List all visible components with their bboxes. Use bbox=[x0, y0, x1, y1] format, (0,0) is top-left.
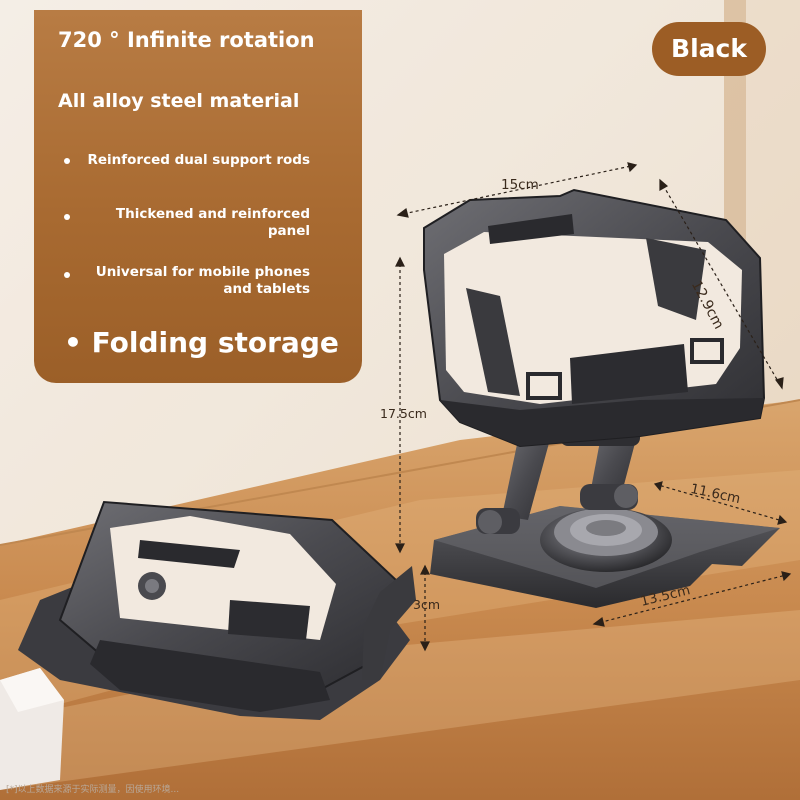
feature-universal: Universal for mobile phones and tablets bbox=[95, 264, 310, 297]
folding-storage-label: • Folding storage bbox=[64, 326, 339, 359]
feature-support-rods: Reinforced dual support rods bbox=[87, 152, 310, 168]
stand-panel bbox=[423, 188, 766, 448]
feature-reinforced-panel: Thickened and reinforced panel bbox=[115, 206, 310, 239]
stand-base bbox=[430, 506, 780, 608]
material-title: All alloy steel material bbox=[58, 90, 300, 112]
dim-width-top: 15cm bbox=[501, 177, 539, 193]
bullet-dot bbox=[64, 272, 70, 278]
dim-height: 17.5cm bbox=[380, 406, 427, 421]
dim-folded-height: 3cm bbox=[413, 597, 441, 612]
rotation-title: 720 ° Infinite rotation bbox=[58, 28, 315, 52]
dimension-lines bbox=[395, 162, 792, 652]
bullet-dot bbox=[64, 214, 70, 220]
color-badge: Black bbox=[652, 22, 766, 76]
bullet-dot bbox=[64, 158, 70, 164]
disclaimer-text: [*]以上数据来源于实际测量，因使用环境... bbox=[6, 785, 180, 795]
folded-stand bbox=[18, 500, 416, 720]
feature-panel: 720 ° Infinite rotation All alloy steel … bbox=[34, 10, 362, 383]
